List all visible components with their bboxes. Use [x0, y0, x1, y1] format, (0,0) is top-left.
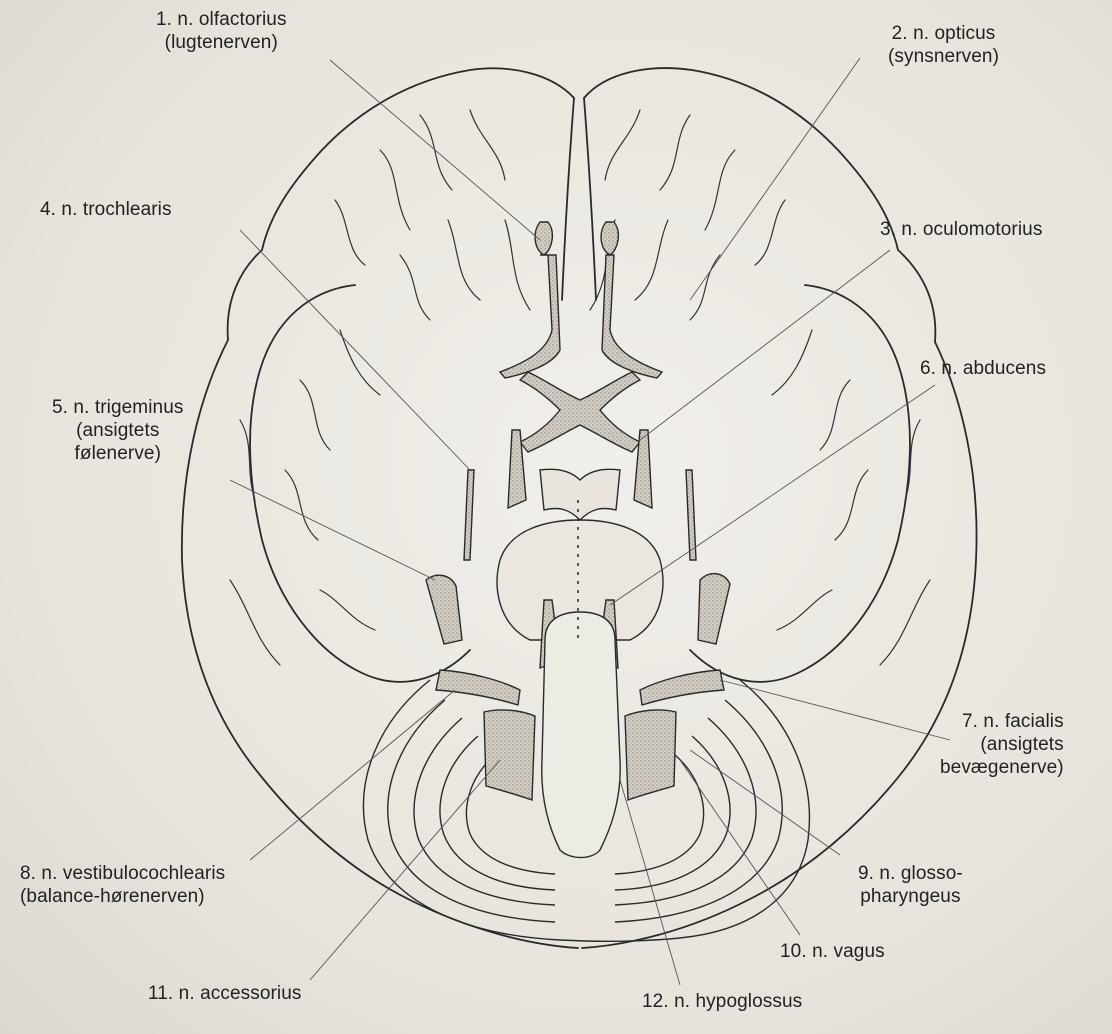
label-facialis-line1: 7. n. facialis [940, 710, 1064, 733]
olfactory-bulb-right [601, 222, 618, 255]
label-trigeminus: 5. n. trigeminus (ansigtets følenerve) [52, 396, 184, 465]
leader-opticus [690, 58, 860, 300]
leader-vagus [680, 760, 800, 935]
label-facialis: 7. n. facialis (ansigtets bevægenerve) [940, 710, 1064, 779]
label-vestibulocochlearis: 8. n. vestibulocochlearis (balance-høren… [20, 862, 225, 908]
label-vestibulocochlearis-line1: 8. n. vestibulocochlearis [20, 862, 225, 885]
label-opticus: 2. n. opticus (synsnerven) [888, 22, 999, 68]
label-trochlearis: 4. n. trochlearis [40, 198, 172, 221]
label-hypoglossus: 12. n. hypoglossus [642, 990, 802, 1013]
leader-hypoglossus [620, 780, 680, 985]
label-glossopharyngeus-line1: 9. n. glosso- [858, 862, 963, 885]
label-olfactorius: 1. n. olfactorius (lugtenerven) [156, 8, 287, 54]
cranial-nerve-bundle-left [484, 710, 535, 800]
right-hemisphere-outline [582, 68, 977, 948]
label-oculomotorius-line1: 3. n. oculomotorius [880, 218, 1042, 241]
optic-chiasm [520, 372, 640, 452]
leader-trochlearis [240, 230, 470, 470]
label-olfactorius-line2: (lugtenerven) [156, 31, 287, 54]
trochlear-left [464, 470, 474, 560]
label-olfactorius-line1: 1. n. olfactorius [156, 8, 287, 31]
facial-vestibular-left [436, 670, 520, 705]
label-trochlearis-line1: 4. n. trochlearis [40, 198, 172, 221]
medulla [542, 612, 620, 858]
left-hemisphere-outline [182, 68, 578, 948]
label-vagus-line1: 10. n. vagus [780, 940, 885, 963]
leader-oculomotorius [640, 250, 890, 440]
label-opticus-line2: (synsnerven) [888, 45, 999, 68]
label-abducens-line1: 6. n. abducens [920, 357, 1046, 380]
longitudinal-fissure [562, 98, 596, 300]
label-vagus: 10. n. vagus [780, 940, 885, 963]
label-opticus-line1: 2. n. opticus [888, 22, 999, 45]
trigeminal-left [426, 575, 462, 644]
trigeminal-right [698, 574, 730, 644]
label-abducens: 6. n. abducens [920, 357, 1046, 380]
leader-accessorius [310, 760, 500, 980]
leader-trigeminus [230, 480, 435, 580]
olfactory-tract-left [500, 255, 560, 378]
hypothalamus [540, 469, 620, 520]
leader-vestibulocochlearis [250, 690, 455, 860]
leader-glossopharyngeus [690, 750, 840, 855]
nerve-structures [426, 222, 730, 858]
label-accessorius: 11. n. accessorius [148, 982, 302, 1005]
label-glossopharyngeus: 9. n. glosso- pharyngeus [858, 862, 963, 908]
cranial-nerve-bundle-right [625, 710, 676, 800]
label-facialis-line3: bevægenerve) [940, 756, 1064, 779]
facial-vestibular-right [640, 670, 724, 705]
trochlear-right [686, 470, 696, 560]
label-trigeminus-line3: følenerve) [52, 442, 184, 465]
label-accessorius-line1: 11. n. accessorius [148, 982, 302, 1005]
right-temporal-lobe [690, 285, 910, 682]
label-vestibulocochlearis-line2: (balance-hørenerven) [20, 885, 225, 908]
label-facialis-line2: (ansigtets [940, 733, 1064, 756]
label-hypoglossus-line1: 12. n. hypoglossus [642, 990, 802, 1013]
label-oculomotorius: 3. n. oculomotorius [880, 218, 1042, 241]
leader-olfactorius [330, 60, 540, 240]
label-trigeminus-line2: (ansigtets [52, 419, 184, 442]
label-glossopharyngeus-line2: pharyngeus [858, 885, 963, 908]
label-trigeminus-line1: 5. n. trigeminus [52, 396, 184, 419]
